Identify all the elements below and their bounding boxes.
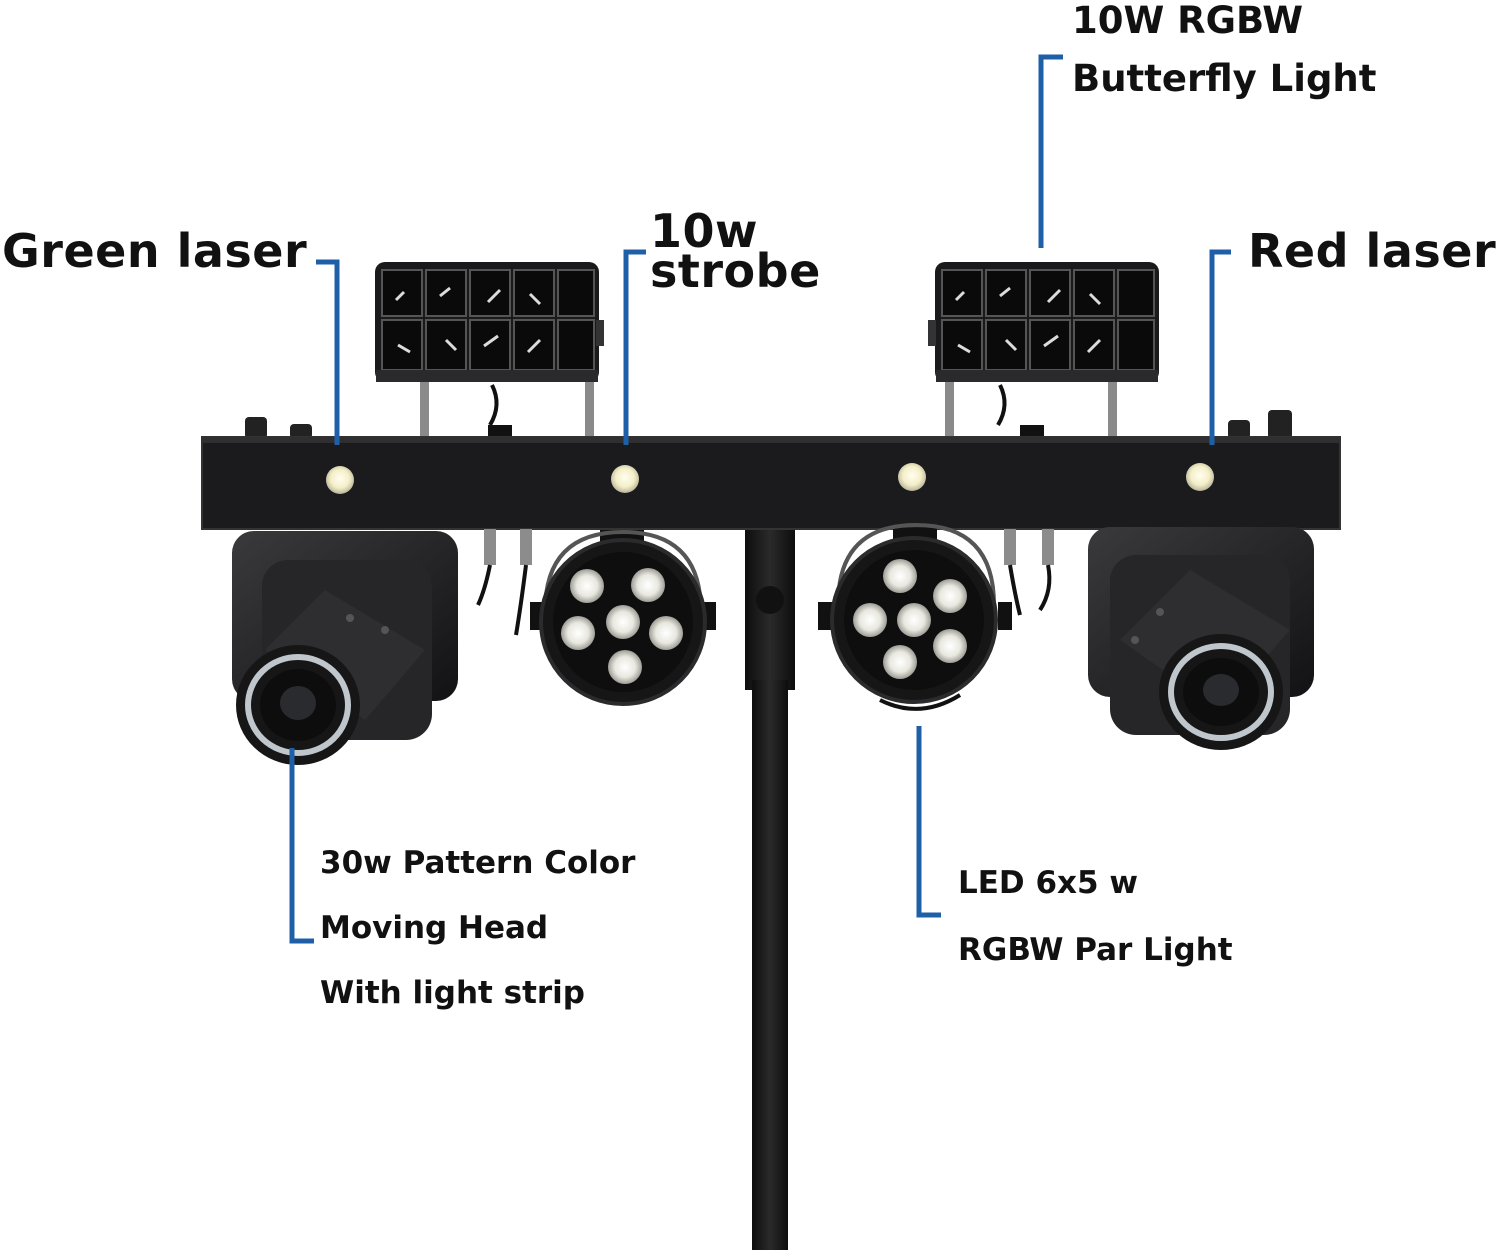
callout-lines — [289, 54, 1231, 944]
label-red-laser: Red laser — [1248, 224, 1497, 278]
par-light-right — [818, 522, 1012, 711]
moving-head-left — [232, 531, 458, 765]
label-butterfly-line2: Butterfly Light — [1072, 57, 1377, 100]
callout-line-par-light — [916, 726, 941, 918]
label-butterfly-line1: 10W RGBW — [1072, 0, 1304, 42]
label-green-laser: Green laser — [2, 224, 308, 278]
label-moving-head-line2: Moving Head — [320, 910, 549, 946]
label-strobe-line2: strobe — [650, 244, 821, 298]
strobe-lens — [611, 465, 639, 493]
callout-line-butterfly — [1038, 54, 1063, 248]
callout-line-strobe — [623, 249, 646, 445]
butterfly-light-right — [928, 262, 1159, 440]
green-laser-lens — [326, 466, 354, 494]
label-par-line2: RGBW Par Light — [958, 932, 1233, 968]
red-laser-lens — [1186, 463, 1214, 491]
main-bar — [201, 410, 1341, 530]
strobe-lens — [898, 463, 926, 491]
cable-connectors — [476, 529, 1054, 636]
label-moving-head-line3: With light strip — [320, 975, 585, 1011]
stand-pole — [705, 506, 832, 1250]
callout-line-green-laser — [316, 259, 340, 445]
moving-head-right — [1088, 527, 1314, 750]
par-light-left — [530, 529, 716, 706]
butterfly-light-left — [375, 262, 604, 440]
callout-line-moving-head — [289, 748, 314, 944]
label-moving-head-line1: 30w Pattern Color — [320, 845, 636, 881]
label-strobe-line1: 10w — [650, 204, 759, 258]
callout-line-red-laser — [1209, 249, 1231, 445]
label-par-line1: LED 6x5 w — [958, 865, 1139, 901]
